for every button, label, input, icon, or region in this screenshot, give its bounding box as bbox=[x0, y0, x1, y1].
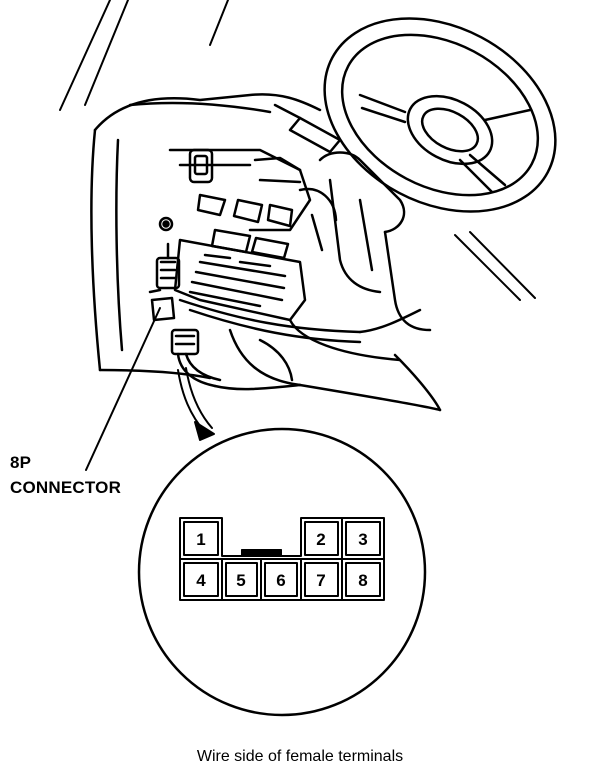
connector-label-line1: 8P bbox=[10, 453, 32, 472]
dashboard-illustration bbox=[90, 93, 442, 412]
connector-face bbox=[179, 517, 385, 601]
harness-connector-illustration bbox=[148, 242, 302, 391]
callout-leader-line bbox=[85, 307, 161, 471]
windshield-pillar-lines bbox=[59, 0, 536, 301]
pin-2-label: 2 bbox=[316, 530, 325, 549]
zoom-pointer bbox=[177, 367, 215, 441]
magnified-detail-circle bbox=[137, 427, 427, 717]
pin-3-label: 3 bbox=[358, 530, 367, 549]
pin-5-label: 5 bbox=[236, 571, 245, 590]
pin-7-label: 7 bbox=[316, 571, 325, 590]
pin-1-label: 1 bbox=[196, 530, 205, 549]
pin-4-label: 4 bbox=[196, 571, 206, 590]
pin-6-label: 6 bbox=[276, 571, 285, 590]
diagram-caption: Wire side of female terminals bbox=[196, 748, 404, 765]
pin-8-label: 8 bbox=[358, 571, 367, 590]
connector-label-line2: CONNECTOR bbox=[10, 478, 122, 497]
steering-wheel-illustration bbox=[273, 17, 557, 332]
pin-numbers: 1 2 3 4 5 6 7 8 bbox=[196, 530, 367, 590]
